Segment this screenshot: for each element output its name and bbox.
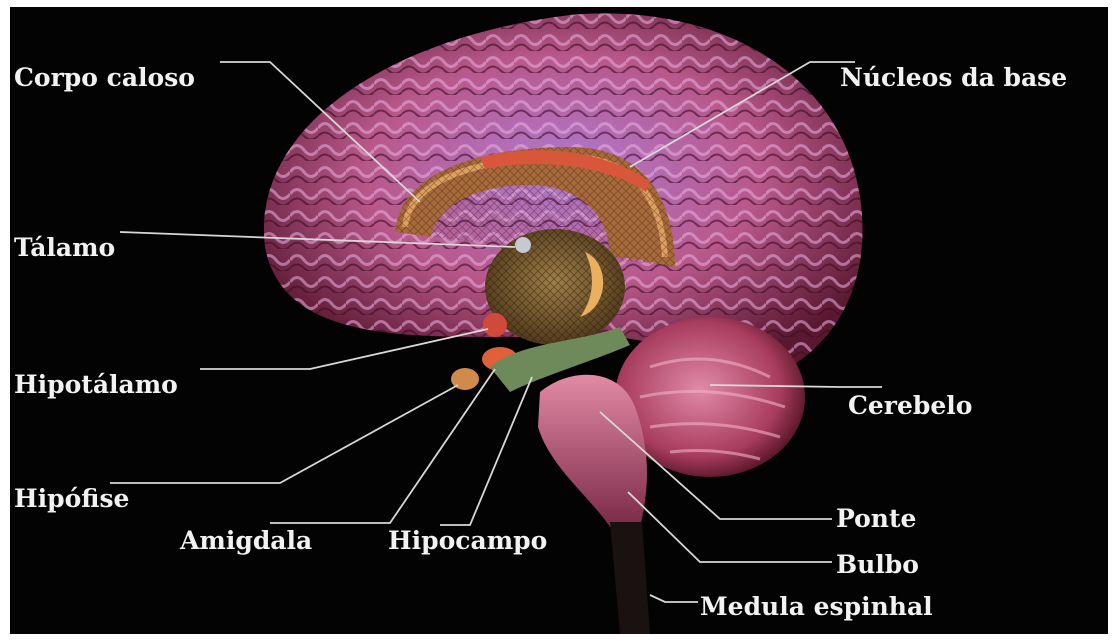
label-nucleos-da-base: Núcleos da base <box>840 65 1067 90</box>
leader-hipofise <box>110 385 458 483</box>
leader-hipocampo <box>440 377 532 525</box>
leader-medula <box>650 595 698 602</box>
brain-illustration <box>10 7 1108 634</box>
label-hipocampo: Hipocampo <box>388 528 547 553</box>
label-bulbo: Bulbo <box>836 552 919 577</box>
leader-amigdala <box>270 369 495 523</box>
hypothalamus-shape <box>483 313 507 337</box>
label-cerebelo: Cerebelo <box>848 393 972 418</box>
label-ponte: Ponte <box>836 506 916 531</box>
label-amigdala: Amigdala <box>180 528 312 553</box>
label-hipotalamo: Hipotálamo <box>14 372 178 397</box>
label-talamo: Tálamo <box>14 235 115 260</box>
label-hipofise: Hipófise <box>14 486 129 511</box>
leader-bulbo <box>628 492 832 562</box>
label-medula-espinhal: Medula espinhal <box>700 594 933 619</box>
brain-diagram: Corpo caloso Núcleos da base Tálamo Hipo… <box>10 7 1108 634</box>
spinal-cord-shape <box>610 522 650 634</box>
label-corpo-caloso: Corpo caloso <box>14 65 195 90</box>
